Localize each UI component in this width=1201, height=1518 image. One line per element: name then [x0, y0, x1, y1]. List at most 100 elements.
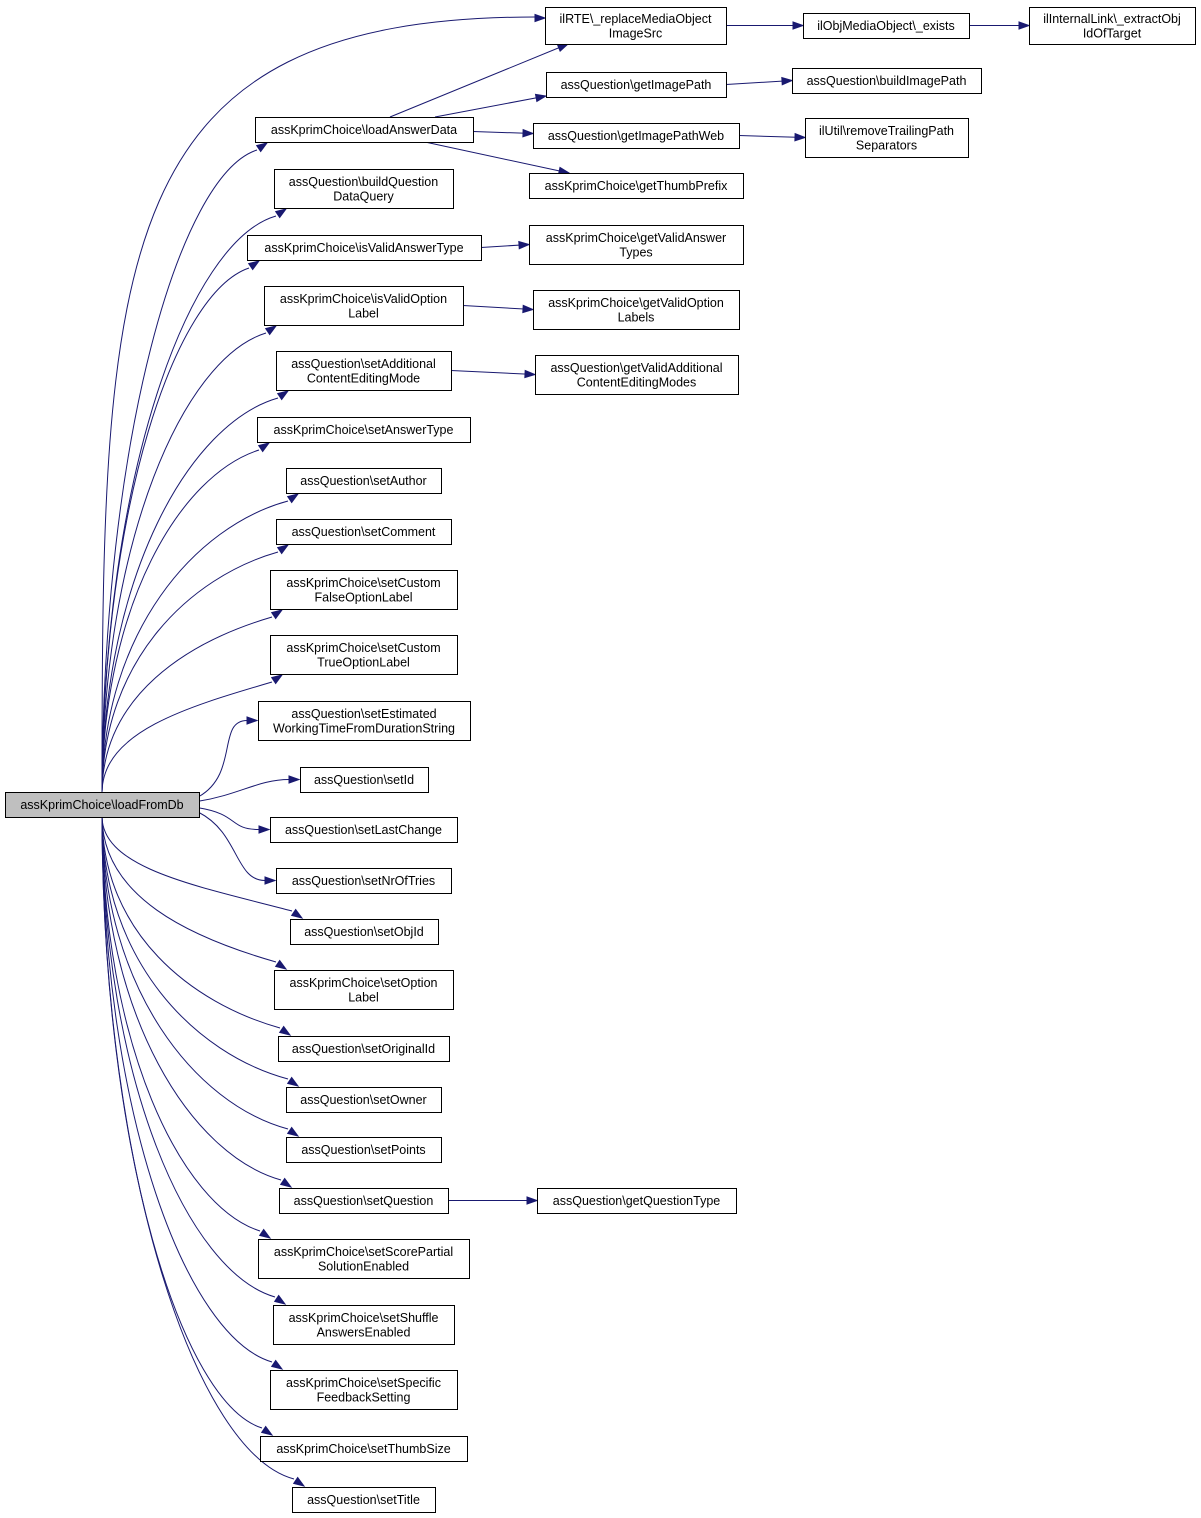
node-label: assQuestion\setOriginalId	[292, 1042, 435, 1056]
edge-line	[101, 816, 276, 1298]
node-box	[792, 68, 982, 94]
edge-line	[101, 816, 273, 1363]
node-box	[279, 1188, 449, 1214]
edge-root-to-setid	[198, 775, 301, 802]
node-box	[286, 468, 442, 494]
node-getimagepathweb[interactable]: assQuestion\getImagePathWeb	[533, 123, 740, 149]
node-settitle[interactable]: assQuestion\setTitle	[292, 1487, 436, 1513]
node-setquestion[interactable]: assQuestion\setQuestion	[279, 1188, 449, 1214]
node-getimagepath[interactable]: assQuestion\getImagePath	[546, 72, 727, 98]
node-getthumbprefix[interactable]: assKprimChoice\getThumbPrefix	[529, 173, 744, 199]
arrowhead-icon	[255, 142, 269, 153]
edge-root-to-setadditional	[101, 390, 290, 793]
arrowhead-icon	[276, 544, 290, 555]
edge-loadanswerdata-to-getimagepath	[434, 93, 548, 118]
node-label: Types	[619, 245, 652, 259]
arrowhead-icon	[522, 128, 535, 138]
edge-root-to-isvalidoptionlabel	[101, 325, 278, 793]
node-box	[257, 417, 471, 443]
node-box	[292, 1487, 436, 1513]
node-box	[274, 169, 454, 209]
node-setscorepartial[interactable]: assKprimChoice\setScorePartialSolutionEn…	[258, 1239, 470, 1279]
arrowhead-icon	[781, 76, 794, 86]
node-label: assQuestion\getImagePath	[561, 78, 712, 92]
node-setthumbsize[interactable]: assKprimChoice\setThumbSize	[260, 1436, 468, 1462]
edge-root-to-isvalidanswertype	[101, 260, 261, 793]
node-label: ContentEditingMode	[307, 371, 420, 385]
node-loadanswerdata[interactable]: assKprimChoice\loadAnswerData	[255, 117, 474, 143]
node-setlastchange[interactable]: assQuestion\setLastChange	[270, 817, 458, 843]
node-box	[535, 355, 739, 395]
edge-line	[434, 95, 547, 118]
nodes-layer: assKprimChoice\loadFromDb ilRTE\_replaceM…	[5, 7, 1196, 1513]
node-setestimated[interactable]: assQuestion\setEstimatedWorkingTimeFromD…	[258, 701, 471, 741]
node-setauthor[interactable]: assQuestion\setAuthor	[286, 468, 442, 494]
node-isvalidanswertype[interactable]: assKprimChoice\isValidAnswerType	[247, 235, 482, 261]
node-box	[260, 1436, 468, 1462]
node-setspecific[interactable]: assKprimChoice\setSpecificFeedbackSettin…	[270, 1370, 458, 1410]
node-label: Label	[348, 306, 379, 320]
node-setoriginalid[interactable]: assQuestion\setOriginalId	[278, 1036, 450, 1062]
edge-root-to-setanswertype	[101, 442, 271, 793]
edge-line	[198, 812, 266, 881]
edge-root-to-setoptionlabel	[101, 816, 288, 970]
arrowhead-icon	[264, 325, 278, 336]
node-root[interactable]: assKprimChoice\loadFromDb	[5, 792, 200, 818]
node-box	[533, 290, 740, 330]
node-label: assQuestion\setNrOfTries	[292, 874, 435, 888]
node-box	[533, 123, 740, 149]
node-label: TrueOptionLabel	[317, 655, 410, 669]
node-box	[537, 1188, 737, 1214]
arrowhead-icon	[526, 1196, 539, 1205]
node-setowner[interactable]: assQuestion\setOwner	[286, 1087, 442, 1113]
node-label: IdOfTarget	[1083, 26, 1142, 40]
edge-loadanswerdata-to-replacemedia	[389, 43, 570, 118]
node-mediaexists[interactable]: ilObjMediaObject\_exists	[803, 13, 970, 39]
node-box	[278, 1036, 450, 1062]
node-setanswertype[interactable]: assKprimChoice\setAnswerType	[257, 417, 471, 443]
node-label: assQuestion\setLastChange	[285, 823, 442, 837]
node-getquestiontype[interactable]: assQuestion\getQuestionType	[537, 1188, 737, 1214]
node-label: FeedbackSetting	[317, 1390, 411, 1404]
edge-root-to-setestimated	[198, 716, 259, 797]
edge-line	[101, 816, 277, 963]
edge-line	[198, 807, 260, 830]
node-label: assKprimChoice\setScorePartial	[274, 1245, 453, 1259]
arrowhead-icon	[274, 959, 288, 970]
node-box	[274, 970, 454, 1010]
node-setid[interactable]: assQuestion\setId	[300, 767, 429, 793]
node-box	[270, 817, 458, 843]
node-setpoints[interactable]: assQuestion\setPoints	[286, 1137, 442, 1163]
node-setobjid[interactable]: assQuestion\setObjId	[290, 919, 439, 945]
arrowhead-icon	[270, 674, 284, 685]
edge-line	[738, 135, 806, 138]
edge-getimagepathweb-to-removetrailing	[738, 132, 807, 142]
node-label: ilInternalLink\_extractObj	[1043, 12, 1181, 26]
node-setnroftries[interactable]: assQuestion\setNrOfTries	[276, 868, 452, 894]
node-label: assKprimChoice\loadFromDb	[20, 798, 183, 812]
node-buildimagepath[interactable]: assQuestion\buildImagePath	[792, 68, 982, 94]
edge-root-to-setlastchange	[198, 807, 271, 834]
arrowhead-icon	[524, 369, 537, 379]
node-getvalidadditional[interactable]: assQuestion\getValidAdditionalContentEdi…	[535, 355, 739, 395]
arrowhead-icon	[264, 876, 277, 885]
edge-line	[101, 816, 289, 1130]
edge-root-to-setshuffle	[101, 816, 287, 1305]
edge-line	[101, 816, 293, 912]
node-label: DataQuery	[333, 189, 394, 203]
node-setadditional[interactable]: assQuestion\setAdditionalContentEditingM…	[276, 351, 452, 391]
node-label: assQuestion\setComment	[292, 525, 436, 539]
node-label: assQuestion\setObjId	[304, 925, 424, 939]
node-setcomment[interactable]: assQuestion\setComment	[276, 519, 452, 545]
